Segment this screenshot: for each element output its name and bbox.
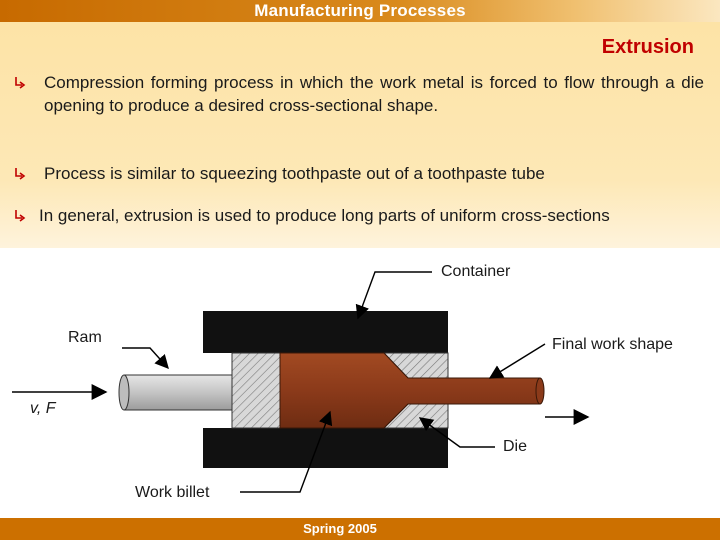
footer-text: Spring 2005 (303, 521, 377, 536)
label-ram: Ram (68, 329, 102, 346)
container-bottom (203, 420, 448, 468)
label-die: Die (503, 438, 528, 455)
extrusion-diagram: Container Ram Final work shape v, F Die … (0, 248, 720, 518)
header-title: Manufacturing Processes (254, 1, 466, 20)
footer-bar (0, 518, 720, 540)
slide-title: Extrusion (601, 36, 694, 58)
label-container: Container (441, 263, 511, 280)
arrow-bullet-icon (15, 210, 26, 222)
arrow-bullet-icon (15, 77, 26, 89)
container-top (203, 311, 448, 361)
label-final-work-shape: Final work shape (552, 336, 673, 353)
arrow-bullet-icon (15, 168, 26, 180)
bullet-item: Process is similar to squeezing toothpas… (14, 162, 704, 186)
bullet-item: Compression forming process in which the… (14, 71, 704, 141)
dummy-block (231, 352, 281, 429)
header-bar (0, 0, 720, 22)
content-band (0, 22, 720, 248)
bullet-text: Compression forming process in which the… (44, 73, 704, 115)
bullet-item: In general, extrusion is used to produce… (14, 204, 704, 252)
bullet-text: Process is similar to squeezing toothpas… (44, 164, 545, 183)
label-velocity-force: v, F (30, 400, 56, 417)
bullet-text: In general, extrusion is used to produce… (39, 206, 610, 225)
extrusion-diagram-svg (12, 271, 590, 493)
label-work-billet: Work billet (135, 484, 210, 501)
ram-rod (120, 374, 233, 411)
